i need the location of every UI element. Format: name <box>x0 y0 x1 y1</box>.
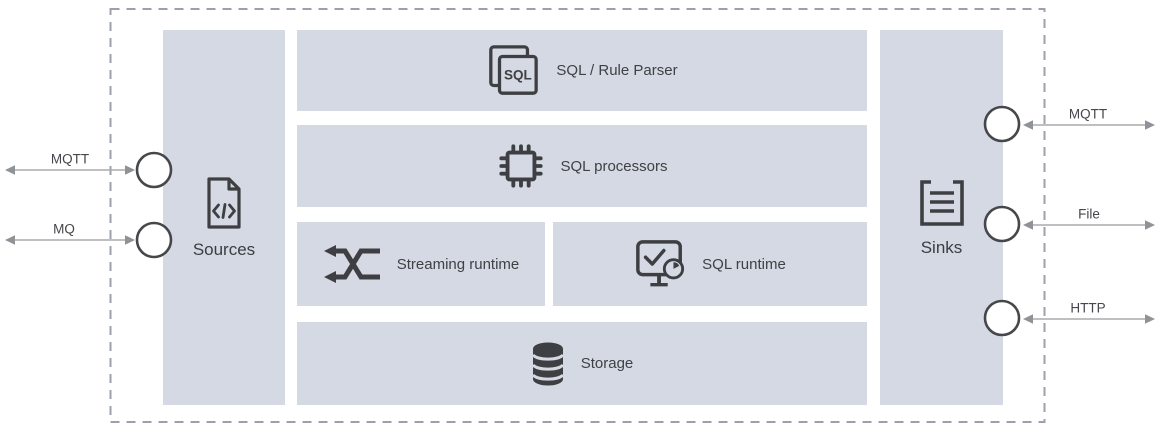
monitor-check-clock-icon <box>636 240 685 287</box>
right-port-label-http: HTTP <box>1070 300 1106 316</box>
left-port-label-mqtt: MQTT <box>50 151 90 167</box>
right-http-arrow <box>1023 314 1155 324</box>
right-port-label-file: File <box>1078 206 1100 222</box>
sources-panel: Sources <box>163 30 285 405</box>
left-mqtt-arrow <box>5 165 135 175</box>
sql-rule-parser-label: SQL / Rule Parser <box>556 62 678 79</box>
sql-runtime-module: SQL runtime <box>553 222 867 306</box>
right-mqtt-arrow <box>1023 120 1155 130</box>
streaming-runtime-module: Streaming runtime <box>297 222 545 306</box>
sql-processors-label: SQL processors <box>560 157 668 175</box>
sources-label: Sources <box>192 239 256 259</box>
sql-processors-module: SQL processors <box>297 125 867 207</box>
sql-rule-parser-module: SQL SQL / Rule Parser <box>297 30 867 111</box>
database-icon <box>531 342 564 385</box>
stack-bracket-icon <box>919 179 964 226</box>
sinks-label: Sinks <box>920 237 963 257</box>
right-port-label-mqtt: MQTT <box>1068 106 1108 122</box>
streaming-runtime-label: Streaming runtime <box>396 255 520 273</box>
storage-label: Storage <box>580 355 634 372</box>
sql-runtime-label: SQL runtime <box>702 255 786 273</box>
right-file-arrow <box>1023 220 1155 230</box>
sql-icon-text: SQL <box>504 67 532 82</box>
sinks-panel: Sinks <box>880 30 1003 405</box>
chip-icon <box>498 144 543 188</box>
document-code-icon <box>207 176 241 229</box>
storage-module: Storage <box>297 322 867 405</box>
left-mq-arrow <box>5 235 135 245</box>
left-port-label-mq: MQ <box>53 221 75 237</box>
sql-pages-icon: SQL <box>489 44 539 95</box>
shuffle-arrows-icon <box>323 245 380 283</box>
